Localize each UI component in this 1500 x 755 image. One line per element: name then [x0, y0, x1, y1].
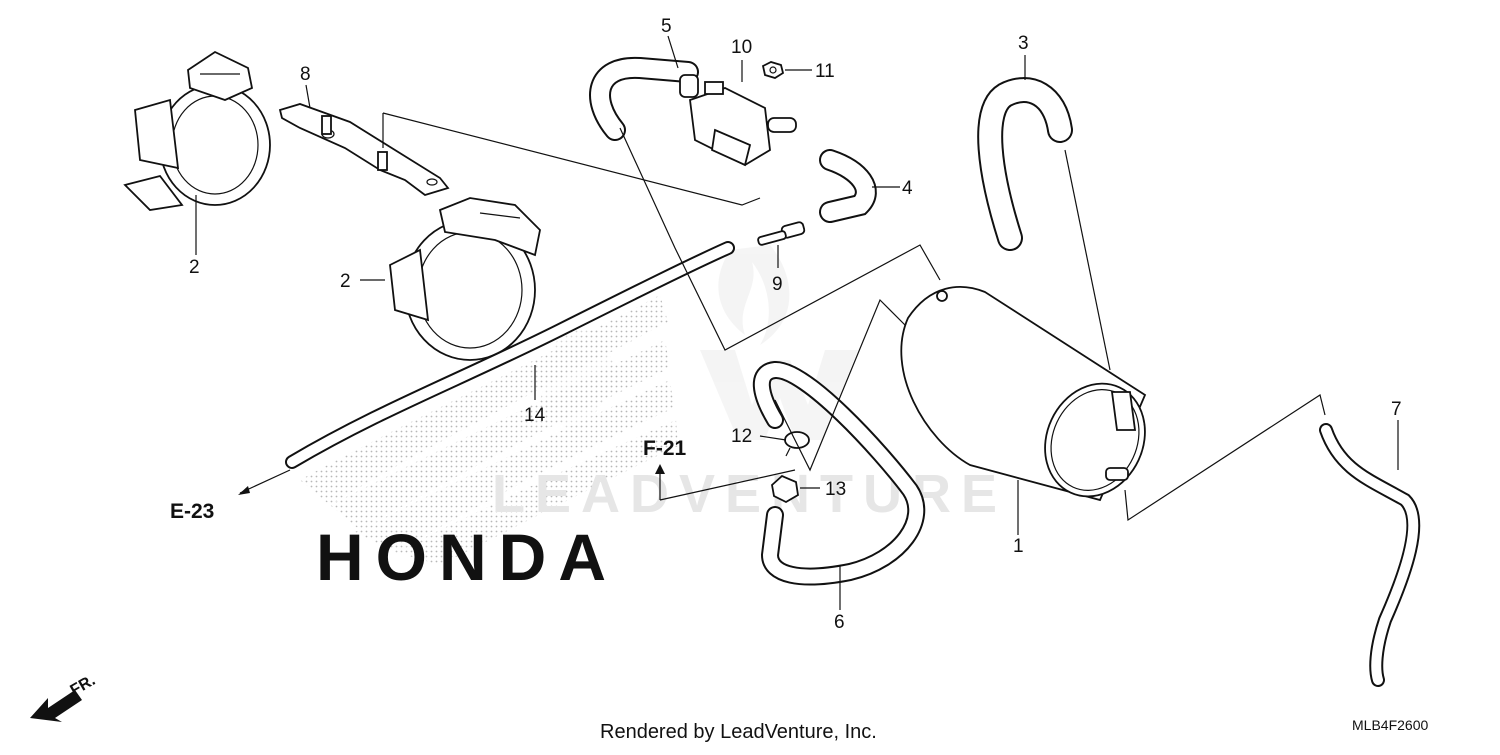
- callout-9: 9: [772, 274, 783, 295]
- callout-2-right: 2: [340, 271, 351, 292]
- reference-e23[interactable]: E-23: [170, 500, 214, 523]
- hose-joint: [757, 221, 806, 246]
- hose-7: [1319, 423, 1421, 687]
- callout-14: 14: [524, 405, 546, 426]
- callout-leaders: [195, 35, 1399, 610]
- leadventure-watermark-text: LEADVENTURE: [492, 464, 1007, 524]
- callout-2-left: 2: [189, 257, 200, 278]
- callout-5: 5: [661, 16, 672, 37]
- diagram-code: MLB4F2600: [1352, 717, 1428, 733]
- callout-8: 8: [300, 64, 311, 85]
- callout-13: 13: [825, 479, 846, 500]
- flange-nut: [761, 61, 785, 79]
- honda-wing-watermark: [300, 295, 678, 565]
- evap-canister: [900, 286, 1147, 502]
- callout-10: 10: [731, 37, 752, 58]
- mounting-bracket: [278, 103, 450, 196]
- clamp-band-right: [389, 197, 541, 361]
- front-direction-arrow: [30, 690, 82, 722]
- callout-4: 4: [902, 178, 913, 199]
- callout-7: 7: [1391, 399, 1402, 420]
- rendered-by-footer: Rendered by LeadVenture, Inc.: [600, 721, 877, 743]
- leadventure-logo-watermark: [700, 245, 858, 440]
- reference-f21[interactable]: F-21: [643, 437, 687, 460]
- honda-brand-watermark: HONDA: [316, 520, 618, 594]
- clamp-band-left: [123, 50, 271, 211]
- callout-11: 11: [815, 61, 835, 82]
- purge-control-solenoid-valve: [679, 74, 797, 167]
- callout-1: 1: [1013, 536, 1024, 557]
- callout-3: 3: [1018, 33, 1029, 54]
- callout-12: 12: [731, 426, 752, 447]
- hose-clamp-13: [771, 474, 799, 504]
- group-lines: [382, 112, 1326, 522]
- callout-6: 6: [834, 612, 845, 633]
